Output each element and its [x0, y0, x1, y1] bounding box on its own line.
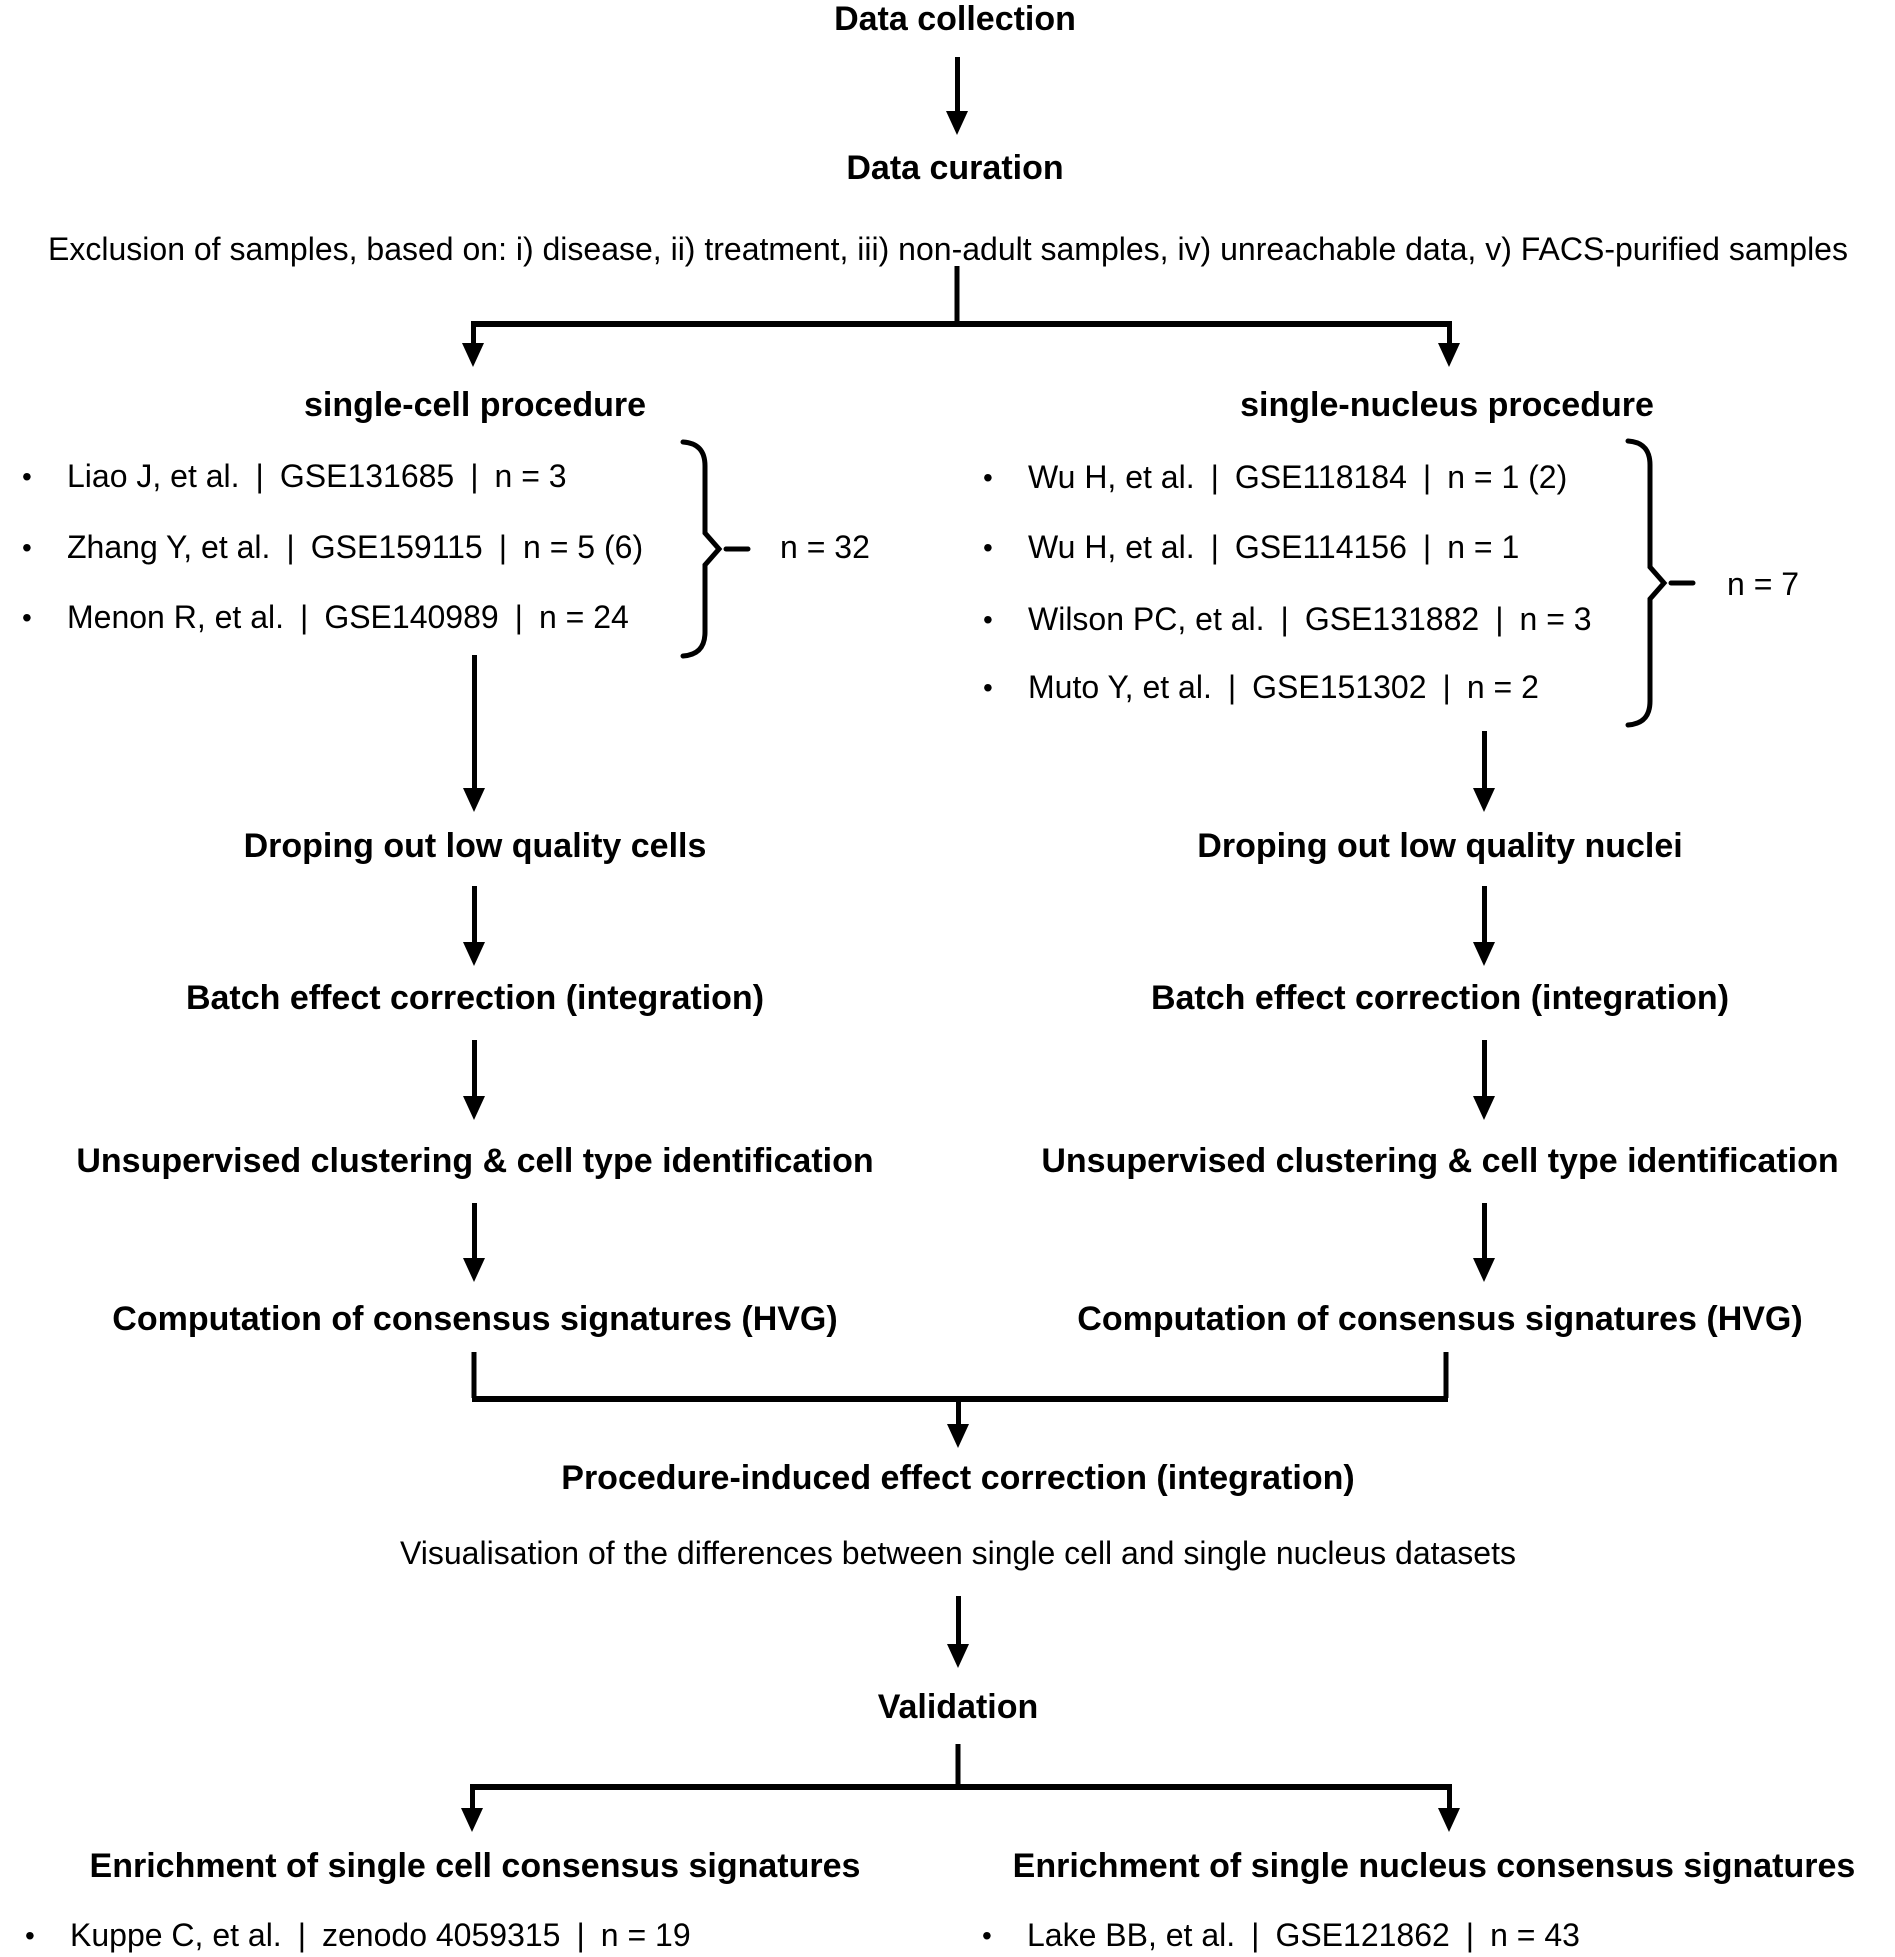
arrow-down-icon — [1438, 321, 1460, 367]
bullet-icon: • — [983, 532, 993, 563]
step-left-batch: Batch effect correction (integration) — [185, 979, 765, 1017]
bullet-icon: • — [983, 672, 993, 703]
arrow-down-icon — [461, 1784, 483, 1832]
study-text: Lake BB, et al. | GSE121862 | n = 43 — [1027, 1917, 1580, 1953]
arrow-down-icon — [946, 57, 968, 135]
list-item: • Wu H, et al. | GSE114156 | n = 1 — [983, 529, 1519, 566]
arrow-down-icon — [1473, 1040, 1495, 1120]
step-left-consensus: Computation of consensus signatures (HVG… — [112, 1300, 838, 1338]
bullet-icon: • — [982, 1920, 992, 1951]
heading-single-cell: single-cell procedure — [304, 386, 646, 424]
list-item: • Liao J, et al. | GSE131685 | n = 3 — [22, 458, 567, 495]
bullet-icon: • — [983, 604, 993, 635]
connector-bar — [471, 321, 1451, 327]
connector-stub — [1443, 1352, 1449, 1398]
brace-right-icon — [680, 439, 751, 659]
connector-stub — [955, 1744, 961, 1788]
total-label: n = 7 — [1727, 566, 1800, 602]
arrow-down-icon — [1473, 1203, 1495, 1282]
node-validation: Validation — [877, 1688, 1039, 1726]
total-label: n = 32 — [780, 529, 870, 565]
node-data-curation: Data curation — [846, 149, 1064, 187]
connector-stub — [471, 1352, 477, 1398]
merge-note: Visualisation of the differences between… — [400, 1535, 1516, 1571]
node-data-collection: Data collection — [834, 0, 1076, 38]
arrow-down-icon — [1473, 886, 1495, 966]
heading-enrichment-single-cell: Enrichment of single cell consensus sign… — [89, 1847, 861, 1885]
brace-right-icon — [1625, 438, 1696, 728]
study-text: Muto Y, et al. | GSE151302 | n = 2 — [1028, 669, 1539, 705]
step-right-consensus: Computation of consensus signatures (HVG… — [1077, 1300, 1803, 1338]
study-text: Wilson PC, et al. | GSE131882 | n = 3 — [1028, 601, 1592, 637]
step-left-clustering: Unsupervised clustering & cell type iden… — [76, 1142, 874, 1180]
list-item: • Zhang Y, et al. | GSE159115 | n = 5 (6) — [22, 529, 643, 566]
study-text: Liao J, et al. | GSE131685 | n = 3 — [67, 458, 567, 494]
list-item: • Kuppe C, et al. | zenodo 4059315 | n = … — [25, 1917, 691, 1954]
study-text: Wu H, et al. | GSE114156 | n = 1 — [1028, 529, 1520, 565]
bullet-icon: • — [22, 532, 32, 563]
step-right-clustering: Unsupervised clustering & cell type iden… — [1041, 1142, 1839, 1180]
bullet-icon: • — [22, 602, 32, 633]
arrow-down-icon — [1473, 731, 1495, 812]
arrow-down-icon — [462, 321, 484, 367]
step-right-batch: Batch effect correction (integration) — [1150, 979, 1730, 1017]
bullet-icon: • — [983, 462, 993, 493]
study-text: Menon R, et al. | GSE140989 | n = 24 — [67, 599, 629, 635]
list-item: • Muto Y, et al. | GSE151302 | n = 2 — [983, 669, 1539, 706]
arrow-down-icon — [463, 1203, 485, 1282]
arrow-down-icon — [1438, 1784, 1460, 1832]
exclusion-note: Exclusion of samples, based on: i) disea… — [48, 231, 1848, 267]
study-text: Zhang Y, et al. | GSE159115 | n = 5 (6) — [67, 529, 644, 565]
bullet-icon: • — [22, 461, 32, 492]
list-item: • Wu H, et al. | GSE118184 | n = 1 (2) — [983, 459, 1567, 496]
arrow-down-icon — [463, 1040, 485, 1120]
step-procedure-correction: Procedure-induced effect correction (int… — [561, 1459, 1355, 1497]
arrow-down-icon — [463, 655, 485, 812]
list-item: • Wilson PC, et al. | GSE131882 | n = 3 — [983, 601, 1592, 638]
study-text: Wu H, et al. | GSE118184 | n = 1 (2) — [1028, 459, 1568, 495]
bullet-icon: • — [25, 1920, 35, 1951]
heading-enrichment-single-nucleus: Enrichment of single nucleus consensus s… — [1012, 1847, 1856, 1885]
step-left-dropout: Droping out low quality cells — [243, 827, 707, 865]
heading-single-nucleus: single-nucleus procedure — [1240, 386, 1654, 424]
list-item: • Lake BB, et al. | GSE121862 | n = 43 — [982, 1917, 1580, 1954]
step-right-dropout: Droping out low quality nuclei — [1197, 827, 1683, 865]
connector-bar — [470, 1784, 1451, 1790]
study-text: Kuppe C, et al. | zenodo 4059315 | n = 1… — [70, 1917, 691, 1953]
arrow-down-icon — [947, 1596, 969, 1668]
connector-bar — [472, 1396, 1448, 1402]
arrow-down-icon — [947, 1402, 969, 1448]
list-item: • Menon R, et al. | GSE140989 | n = 24 — [22, 599, 629, 636]
connector-stub — [954, 266, 960, 324]
arrow-down-icon — [463, 886, 485, 966]
